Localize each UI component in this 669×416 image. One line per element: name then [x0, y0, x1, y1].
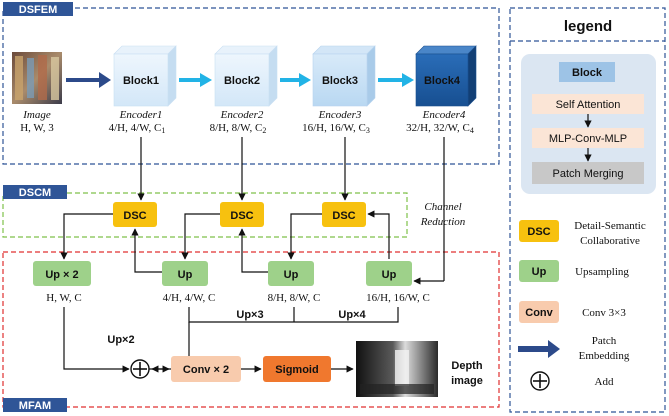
legend-dsc: DSC Detail-Semantic Collaborative — [519, 220, 646, 247]
encoder2-dims: 8/H, 8/W, C2 — [210, 122, 267, 135]
svg-text:Collaborative: Collaborative — [580, 235, 640, 247]
dscm-tag — [3, 185, 67, 199]
encoder1-dims: 4/H, 4/W, C1 — [109, 122, 166, 135]
dsc-module-1: DSC — [113, 202, 157, 227]
up-module-2: Up — [268, 261, 314, 286]
depth-label-2: image — [451, 375, 483, 387]
patch-embedding-arrow — [66, 72, 111, 88]
wire-up0-add — [63, 307, 130, 373]
dscm-title: DSCM — [19, 187, 51, 199]
dsc-module-3: DSC — [322, 202, 366, 227]
legend-add: Add — [530, 371, 614, 391]
svg-text:Up: Up — [382, 269, 397, 281]
legend-patch-embedding: Patch Embedding — [518, 335, 630, 362]
depth-image — [356, 341, 438, 397]
wire-up1-dsc1 — [131, 228, 162, 273]
svg-text:Detail-Semantic: Detail-Semantic — [574, 220, 646, 232]
encoder-block-3: Block3 — [312, 45, 376, 107]
channel-reduction-1: Channel — [424, 201, 461, 213]
input-dims: H, W, 3 — [20, 122, 54, 134]
conv-module: Conv × 2 — [171, 356, 241, 382]
legend-block-panel: Block Self Attention MLP-Conv-MLP Patch … — [521, 54, 656, 194]
wire-up3-dsc3 — [367, 210, 390, 259]
dsfem-tag — [3, 2, 73, 16]
svg-text:Upsampling: Upsampling — [575, 266, 629, 278]
input-label: Image — [22, 109, 51, 121]
legend-step-2: MLP-Conv-MLP — [549, 133, 627, 145]
wire-dsc1-up0 — [60, 213, 113, 260]
input-image — [12, 52, 62, 104]
up2-dims: 8/H, 8/W, C — [268, 292, 321, 304]
block1-label: Block1 — [123, 75, 159, 87]
dsfem-frame — [2, 7, 500, 165]
depth-label-1: Depth — [451, 360, 482, 372]
svg-text:Conv 3×3: Conv 3×3 — [582, 307, 626, 319]
mfam-tag — [3, 398, 67, 412]
svg-text:Up × 2: Up × 2 — [45, 269, 78, 281]
block3-label: Block3 — [322, 75, 358, 87]
svg-text:Patch: Patch — [592, 335, 617, 347]
legend-frame — [509, 7, 666, 413]
wire-up2-dsc2 — [238, 228, 268, 273]
encoder3-dims: 16/H, 16/W, C3 — [302, 122, 370, 135]
svg-text:Sigmoid: Sigmoid — [275, 364, 318, 376]
up4-label: Up×4 — [338, 309, 366, 321]
svg-text:DSC: DSC — [230, 210, 253, 222]
svg-text:Up: Up — [284, 269, 299, 281]
legend-step-3: Patch Merging — [553, 168, 624, 180]
encoder4-name: Encoder4 — [422, 109, 466, 121]
up0-dims: H, W, C — [46, 292, 81, 304]
encoder-block-1: Block1 — [113, 45, 177, 107]
encoder2-name: Encoder2 — [220, 109, 264, 121]
up2-label: Up×2 — [107, 334, 134, 346]
wire-dsc2-up1 — [181, 213, 220, 260]
svg-text:Conv × 2: Conv × 2 — [183, 364, 229, 376]
up-module-0: Up × 2 — [33, 261, 91, 286]
up3-dims: 16/H, 16/W, C — [366, 292, 430, 304]
svg-text:DSC: DSC — [123, 210, 146, 222]
up1-dims: 4/H, 4/W, C — [163, 292, 216, 304]
legend-title: legend — [564, 18, 612, 35]
up3-label: Up×3 — [236, 309, 263, 321]
legend-up: Up Upsampling — [519, 260, 629, 282]
encoder-block-2: Block2 — [214, 45, 278, 107]
wire-dsc3-up2 — [287, 213, 322, 260]
dsfem-title: DSFEM — [19, 4, 58, 16]
block4-label: Block4 — [424, 75, 461, 87]
encoder3-name: Encoder3 — [318, 109, 362, 121]
dscm-frame — [2, 192, 408, 238]
encoder-block-4: Block4 — [415, 45, 477, 107]
channel-reduction-2: Reduction — [420, 216, 466, 228]
mfam-title: MFAM — [19, 400, 51, 412]
svg-text:Conv: Conv — [525, 307, 553, 319]
encoder4-dims: 32/H, 32/W, C4 — [406, 122, 474, 135]
up-module-3: Up — [366, 261, 412, 286]
patch-arrow-icon — [518, 340, 560, 358]
mfam-frame — [2, 251, 500, 408]
add-icon — [130, 359, 150, 379]
svg-text:DSC: DSC — [332, 210, 355, 222]
up-module-1: Up — [162, 261, 208, 286]
encoder1-name: Encoder1 — [119, 109, 163, 121]
svg-text:Embedding: Embedding — [579, 350, 630, 362]
svg-text:DSC: DSC — [527, 226, 550, 238]
dsc-module-2: DSC — [220, 202, 264, 227]
legend-block-title: Block — [572, 67, 603, 79]
encoder-arrow-2 — [280, 73, 311, 87]
encoder-arrow-3 — [378, 73, 414, 87]
svg-text:Up: Up — [178, 269, 193, 281]
sigmoid-module: Sigmoid — [263, 356, 331, 382]
legend-conv: Conv Conv 3×3 — [519, 301, 626, 323]
svg-text:Up: Up — [532, 266, 547, 278]
block2-label: Block2 — [224, 75, 260, 87]
svg-text:Add: Add — [595, 376, 614, 388]
encoder-arrow-1 — [179, 73, 212, 87]
legend-step-1: Self Attention — [556, 99, 621, 111]
